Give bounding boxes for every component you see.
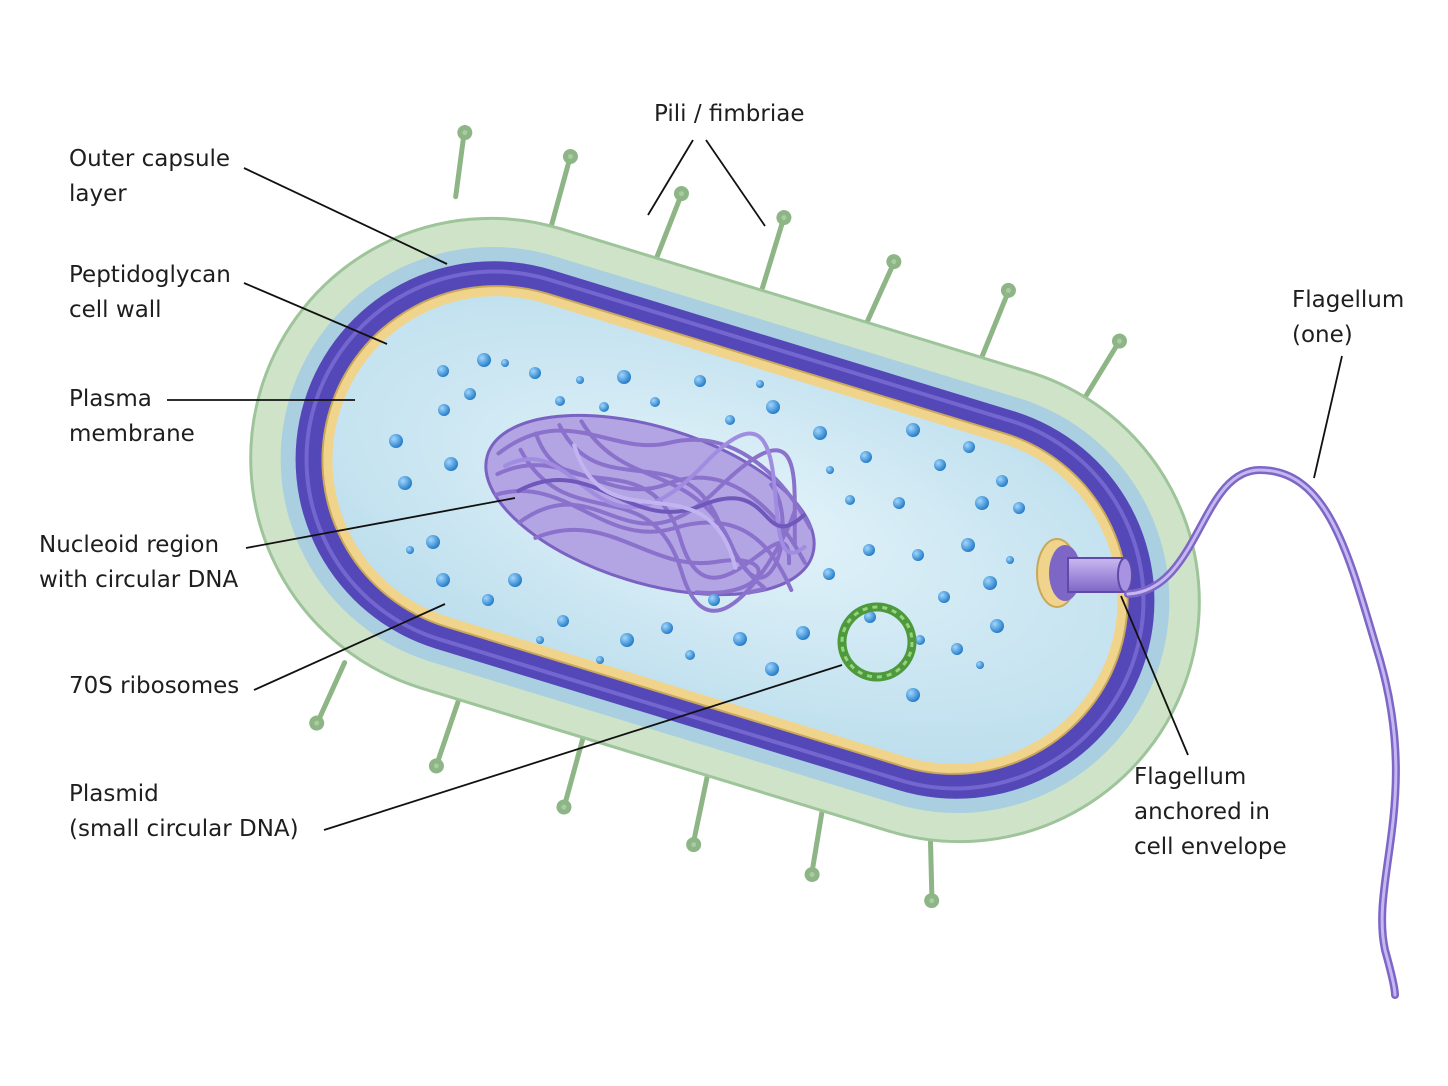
pili — [309, 125, 1127, 909]
label-flagellum: Flagellum(one) — [1292, 287, 1405, 348]
label-pili: Pili / fimbriae — [654, 101, 805, 127]
label-plasmid: Plasmid(small circular DNA) — [69, 781, 299, 842]
nucleoid — [484, 413, 816, 613]
ribosomes — [389, 353, 1025, 702]
plasmid — [837, 602, 917, 682]
label-ribosomes: 70S ribosomes — [69, 673, 240, 699]
leader-lines — [167, 139, 1343, 831]
flagellum-hook — [1036, 538, 1133, 608]
